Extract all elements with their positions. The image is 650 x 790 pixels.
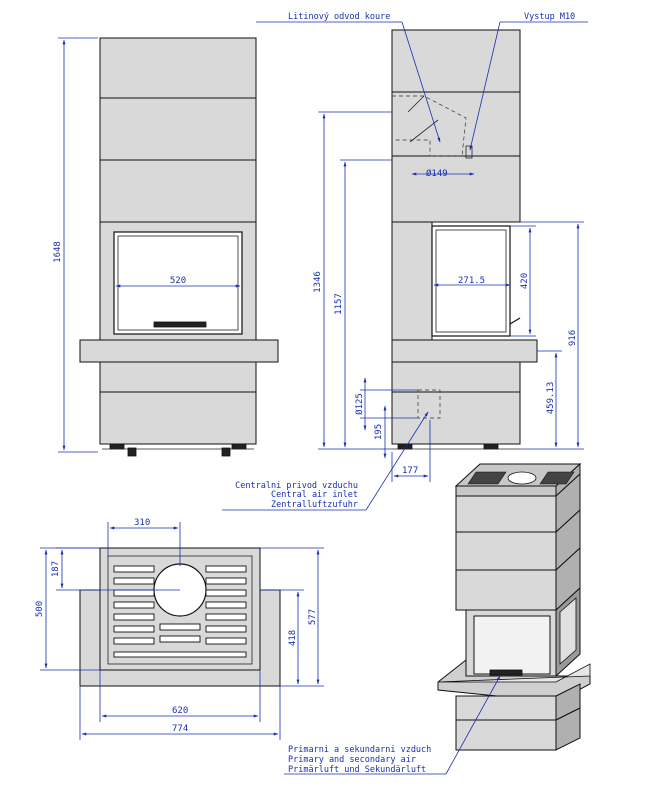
side-door-handle bbox=[509, 317, 521, 325]
air-inlet-duct-hidden bbox=[417, 389, 441, 419]
iso-block-1 bbox=[455, 495, 557, 533]
dim-187-label: 187 bbox=[51, 561, 61, 577]
side-firebox-opening bbox=[431, 225, 511, 337]
side-hearth-shelf bbox=[391, 339, 538, 363]
front-firebox-opening bbox=[113, 231, 243, 335]
front-width-label: 520 bbox=[170, 276, 186, 286]
flue-diameter-label: Ø149 bbox=[426, 168, 448, 179]
iso-side-glass bbox=[559, 597, 577, 665]
front-grate bbox=[153, 321, 207, 328]
m10-stud bbox=[465, 145, 473, 159]
front-feet bbox=[102, 443, 254, 457]
dim-310-label: 310 bbox=[134, 518, 150, 528]
dim-177-label: 177 bbox=[402, 466, 418, 476]
dim-500-label: 500 bbox=[35, 601, 45, 617]
dim-620-label: 620 bbox=[172, 706, 188, 716]
front-glass-inner bbox=[117, 235, 239, 331]
isometric-view bbox=[437, 462, 591, 751]
flue-label-leader bbox=[401, 21, 441, 143]
front-view: 1648 520 bbox=[53, 37, 279, 457]
side-middle-block bbox=[391, 91, 521, 157]
front-hearth-shelf bbox=[79, 339, 279, 363]
iso-block-2 bbox=[455, 531, 557, 571]
air-callout: Primarni a sekundarni vzduch Primary and… bbox=[284, 675, 501, 775]
side-feet bbox=[392, 443, 520, 450]
air-inlet-label-en: Central air inlet bbox=[271, 490, 358, 500]
iso-firebox-glass bbox=[473, 615, 551, 675]
iso-grate bbox=[489, 669, 523, 676]
side-lower-block bbox=[391, 155, 521, 223]
flue-label: Litinový odvod koure bbox=[288, 12, 390, 22]
dim-1346-label: 1346 bbox=[313, 271, 323, 293]
side-base-upper bbox=[391, 361, 521, 393]
opening-height-label: 420 bbox=[520, 273, 530, 289]
dim-577-label: 577 bbox=[308, 609, 318, 625]
iso-block-3 bbox=[455, 569, 557, 611]
dim-418-label: 418 bbox=[288, 630, 298, 646]
side-view: Litinový odvod koure Vystup M10 Ø149 271… bbox=[256, 12, 588, 482]
opening-width-label: 271.5 bbox=[458, 276, 485, 286]
top-view: 310 187 500 418 577 620 774 bbox=[35, 518, 324, 740]
air-label-en: Primary and secondary air bbox=[288, 755, 416, 765]
side-firebox-column bbox=[391, 221, 433, 341]
stud-label-leader bbox=[469, 21, 501, 151]
air-label-de: Primärluft und Sekundärluft bbox=[288, 765, 426, 775]
air-inlet-callout: Centralni privod vzduchu Central air inl… bbox=[222, 411, 429, 511]
dim-916-label: 916 bbox=[568, 330, 578, 346]
front-upper-block bbox=[99, 37, 257, 99]
side-upper-block bbox=[391, 29, 521, 93]
air-label-cz: Primarni a sekundarni vzduch bbox=[288, 745, 431, 755]
front-base-lower bbox=[99, 391, 257, 445]
air-inlet-label-cz: Centralni privod vzduchu bbox=[235, 481, 358, 491]
iso-base-lower bbox=[455, 719, 557, 751]
air-inlet-label-de: Zentralluftzufuhr bbox=[271, 500, 358, 510]
dim-195-label: 195 bbox=[374, 424, 384, 440]
front-height-label: 1648 bbox=[53, 241, 63, 263]
front-base-upper bbox=[99, 361, 257, 393]
front-lower-block bbox=[99, 159, 257, 223]
iso-top-vents bbox=[467, 471, 575, 485]
iso-base-upper bbox=[455, 695, 557, 721]
front-middle-block bbox=[99, 97, 257, 161]
stud-label: Vystup M10 bbox=[524, 12, 575, 22]
dim-1157-label: 1157 bbox=[334, 293, 344, 315]
dim-459-label: 459.13 bbox=[546, 382, 556, 415]
dim-774-label: 774 bbox=[172, 724, 188, 734]
top-vent-slots bbox=[113, 565, 247, 658]
air-diameter-label: Ø125 bbox=[354, 393, 365, 415]
